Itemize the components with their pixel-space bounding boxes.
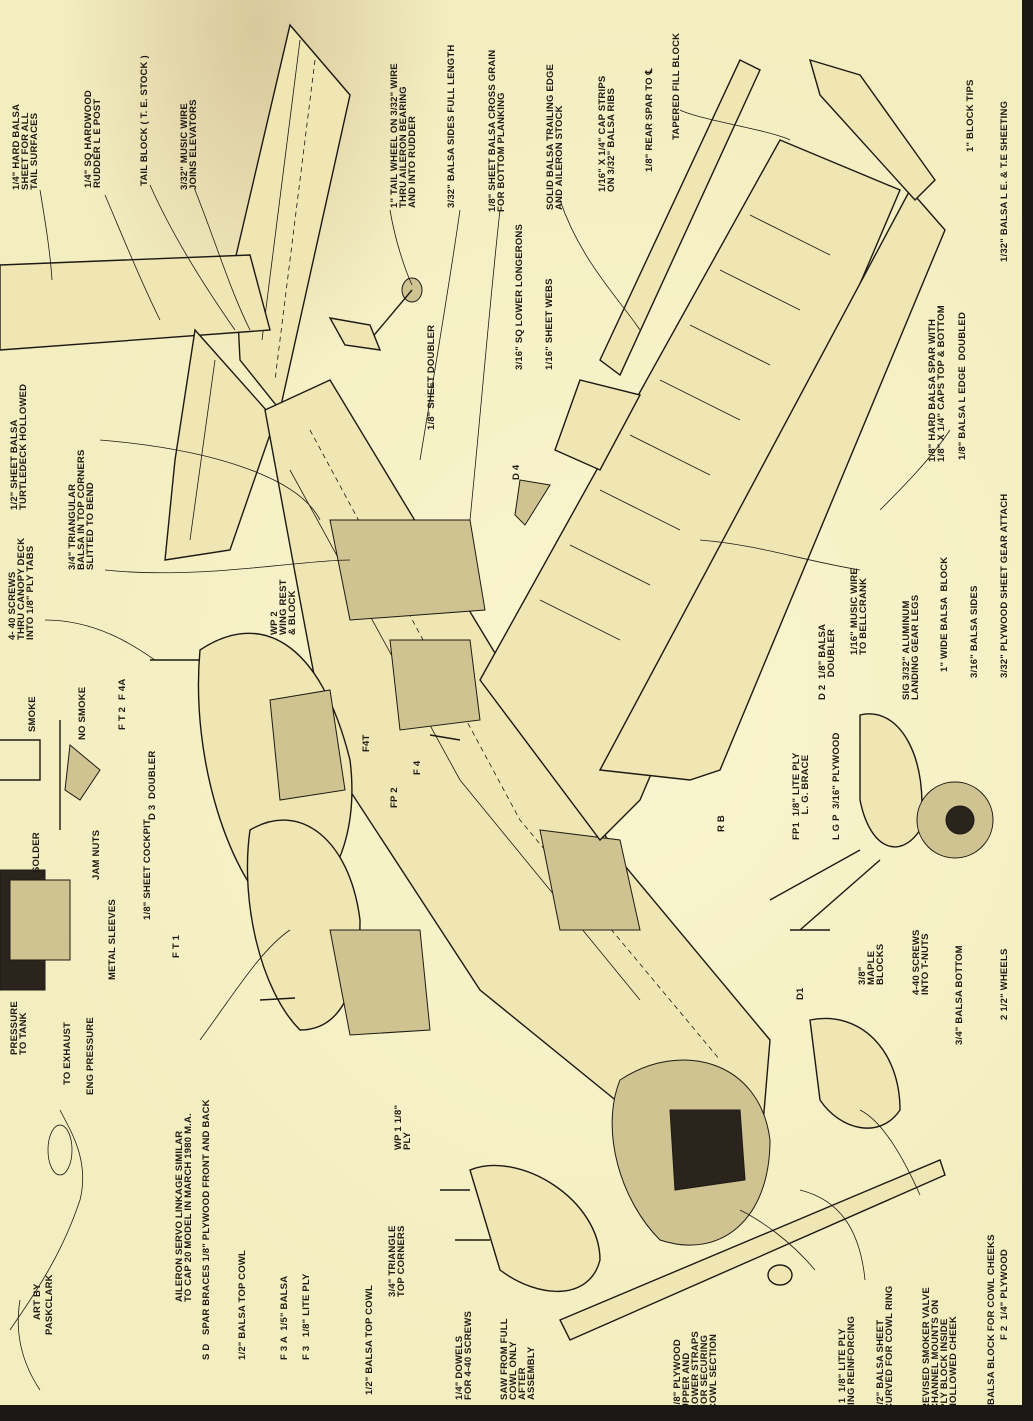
label-ft2: F T 2	[117, 706, 128, 730]
label-d2: D 2 1/8" BALSA DOUBLER	[817, 623, 837, 700]
label-artist-name: PASKCLARK	[44, 1274, 55, 1335]
engine-cowl-part	[469, 1017, 946, 1341]
label-wp1: WP 1 1/8" PLY	[393, 1104, 413, 1150]
label-sheet-cockpit: 1/8" SHEET COCKPIT	[142, 818, 153, 920]
artist-sketch	[9, 1109, 84, 1391]
label-wheels: 2 1/2" WHEELS	[999, 948, 1010, 1020]
label-rudder-post: 1/4" SQ HARDWOOD RUDDER L E POST	[83, 90, 103, 188]
stabilizer-part	[234, 23, 351, 412]
label-d3: D 3 DOUBLER	[147, 750, 158, 820]
label-lgp: L G P 3/16" PLYWOOD	[831, 732, 842, 840]
label-pressure-tank: PRESSURE TO TANK	[9, 1001, 29, 1055]
label-top-cowl-bottom: 1/2" BALSA TOP COWL	[364, 1284, 375, 1395]
canopy-part	[197, 632, 431, 1036]
airplane-exploded-view	[0, 23, 994, 1391]
label-to-exhaust: TO EXHAUST	[62, 1021, 73, 1085]
label-rb: R B	[716, 815, 727, 832]
label-solder: SOLDER	[31, 832, 42, 873]
smoke-valve-inset	[0, 720, 101, 991]
label-maple-blocks: 3/8" MAPLE BLOCKS	[857, 943, 886, 985]
label-fill-block: TAPERED FILL BLOCK	[671, 32, 682, 140]
label-artist-credit: ART BY	[32, 1283, 43, 1320]
label-f3a: F 3 A 1/5" BALSA	[279, 1275, 290, 1360]
label-gear-legs: SIG 3/32" ALUMINUM LANDING GEAR LEGS	[901, 594, 921, 700]
label-turtledeck: 1/2" SHEET BALSA TURTLEDECK HOLLOWED	[9, 383, 29, 510]
label-wp2: WP 2 WING REST & BLOCK	[269, 579, 298, 635]
label-dowels: 1/4" DOWELS FOR 4-40 SCREWS	[454, 1310, 474, 1400]
tail-wheel-part	[328, 277, 423, 351]
label-balsa-sides: 3/32" BALSA SIDES FULL LENGTH	[446, 44, 457, 208]
label-triangle-corners: 3/4" TRIANGLE TOP CORNERS	[387, 1225, 407, 1297]
label-screws-tnuts: 4-40 SCREWS INTO T-NUTS	[911, 929, 931, 995]
drawing-sheet: 1/4" HARD BALSA SHEET FOR ALL TAIL SURFA…	[0, 0, 1022, 1405]
label-saw-cowl: SAW FROM FULL COWL ONLY AFTER ASSEMBLY	[499, 1318, 537, 1400]
label-gear-attach: 3/32" PLYWOOD SHEET GEAR ATTACH	[999, 493, 1010, 678]
label-top-cowl: 1/2" BALSA TOP COWL	[237, 1249, 248, 1360]
label-balsa-bottom: 3/4" BALSA BOTTOM	[954, 945, 965, 1045]
label-triangular-balsa: 3/4" TRIANGULAR BALSA IN TOP CORNERS SLI…	[67, 449, 96, 570]
label-hard-spar: 1/8" HARD BALSA SPAR WITH 1/8" X 1/4" CA…	[927, 305, 947, 462]
label-cap-strips: 1/16" x 1/4" CAP STRIPS ON 3/32" BALSA R…	[597, 75, 617, 192]
label-f4: F 4	[412, 760, 423, 775]
label-smoke: SMOKE	[27, 696, 38, 732]
label-no-smoke: NO SMOKE	[77, 686, 88, 740]
label-lower-longerons: 3/16" SQ LOWER LONGERONS	[514, 223, 525, 370]
label-cowl-cheeks: 1" BALSA BLOCK FOR COWL CHEEKS	[986, 1234, 997, 1418]
label-bottom-planking: 1/8" SHEET BALSA CROSS GRAIN FOR BOTTOM …	[487, 49, 507, 212]
label-spar-braces: S D SPAR BRACES 1/8" PLYWOOD FRONT AND B…	[201, 1099, 212, 1360]
label-metal-sleeves: METAL SLEEVES	[107, 899, 118, 980]
label-smoker-valve: REVISED SMOKER VALVE CHANNEL MOUNTS ON P…	[921, 1287, 959, 1410]
fuselage-part	[264, 379, 771, 1161]
wing-part	[479, 58, 946, 842]
label-f4t: F4T	[361, 734, 372, 753]
label-tail-wheel: 1" TAIL WHEEL ON 3/32" WIRE THRU AILERON…	[389, 63, 418, 208]
label-f2: F 2 1/4" PLYWOOD	[999, 1249, 1010, 1340]
label-sheet-webs: 1/16" SHEET WEBS	[544, 278, 555, 370]
label-d4: D 4	[511, 464, 522, 480]
label-f4a: F 4A	[117, 678, 128, 700]
label-ply-straps: 1/8" PLYWOOD UPPER AND LOWER STRAPS FOR …	[672, 1331, 719, 1410]
screws	[150, 659, 830, 1241]
label-tail-block: TAIL BLOCK ( T. E. STOCK )	[139, 55, 150, 186]
fin-part	[0, 254, 276, 561]
landing-gear-part	[769, 713, 994, 931]
label-music-wire-bellcrank: 1/16" MUSIC WIRE TO BELLCRANK	[849, 568, 869, 655]
label-ft1: F T 1	[171, 934, 182, 958]
label-music-wire-elevators: 3/32" MUSIC WIRE JOINS ELEVATORS	[179, 99, 199, 190]
label-le-te-sheeting: 1/32" BALSA L E. & T.E SHEETING	[999, 100, 1010, 262]
label-jam-nuts: JAM NUTS	[91, 829, 102, 880]
label-trailing-edge: SOLID BALSA TRAILING EDGE AND AILERON ST…	[545, 63, 565, 210]
label-cowl-ring: 1/2" BALSA SHEET CURVED FOR COWL RING	[875, 1285, 895, 1410]
label-fp2: FP 2	[389, 787, 400, 808]
label-aileron-servo: AILERON SERVO LINKAGE SIMILAR TO CAP 20 …	[174, 1113, 194, 1302]
label-rear-spar: 1/8" REAR SPAR TO ℄	[644, 68, 655, 172]
label-sheet-doubler: 1/8" SHEET DOUBLER	[426, 324, 437, 430]
label-block-tips: 1" BLOCK TIPS	[965, 79, 976, 152]
label-eng-pressure: ENG PRESSURE	[85, 1017, 96, 1095]
label-d1: D1	[795, 987, 806, 1000]
leader-lines	[39, 109, 951, 1281]
label-balsa-sides-316: 3/16" BALSA SIDES	[969, 585, 980, 678]
label-balsa-block: 1" WIDE BALSA BLOCK	[939, 556, 950, 672]
label-f3: F 3 1/8" LITE PLY	[301, 1273, 312, 1360]
label-f1: F 1 1/8" LITE PLY RING REINFORCING	[837, 1315, 857, 1412]
label-canopy-screws: 4- 40 SCREWS THRU CANOPY DECK INTO 1/8" …	[7, 537, 36, 640]
label-fp1: FP1 1/8" LITE PLY L. G. BRACE	[791, 752, 811, 840]
label-tail-surfaces: 1/4" HARD BALSA SHEET FOR ALL TAIL SURFA…	[11, 103, 40, 190]
label-le-doubled: 1/8" BALSA L EDGE DOUBLED	[957, 311, 968, 460]
